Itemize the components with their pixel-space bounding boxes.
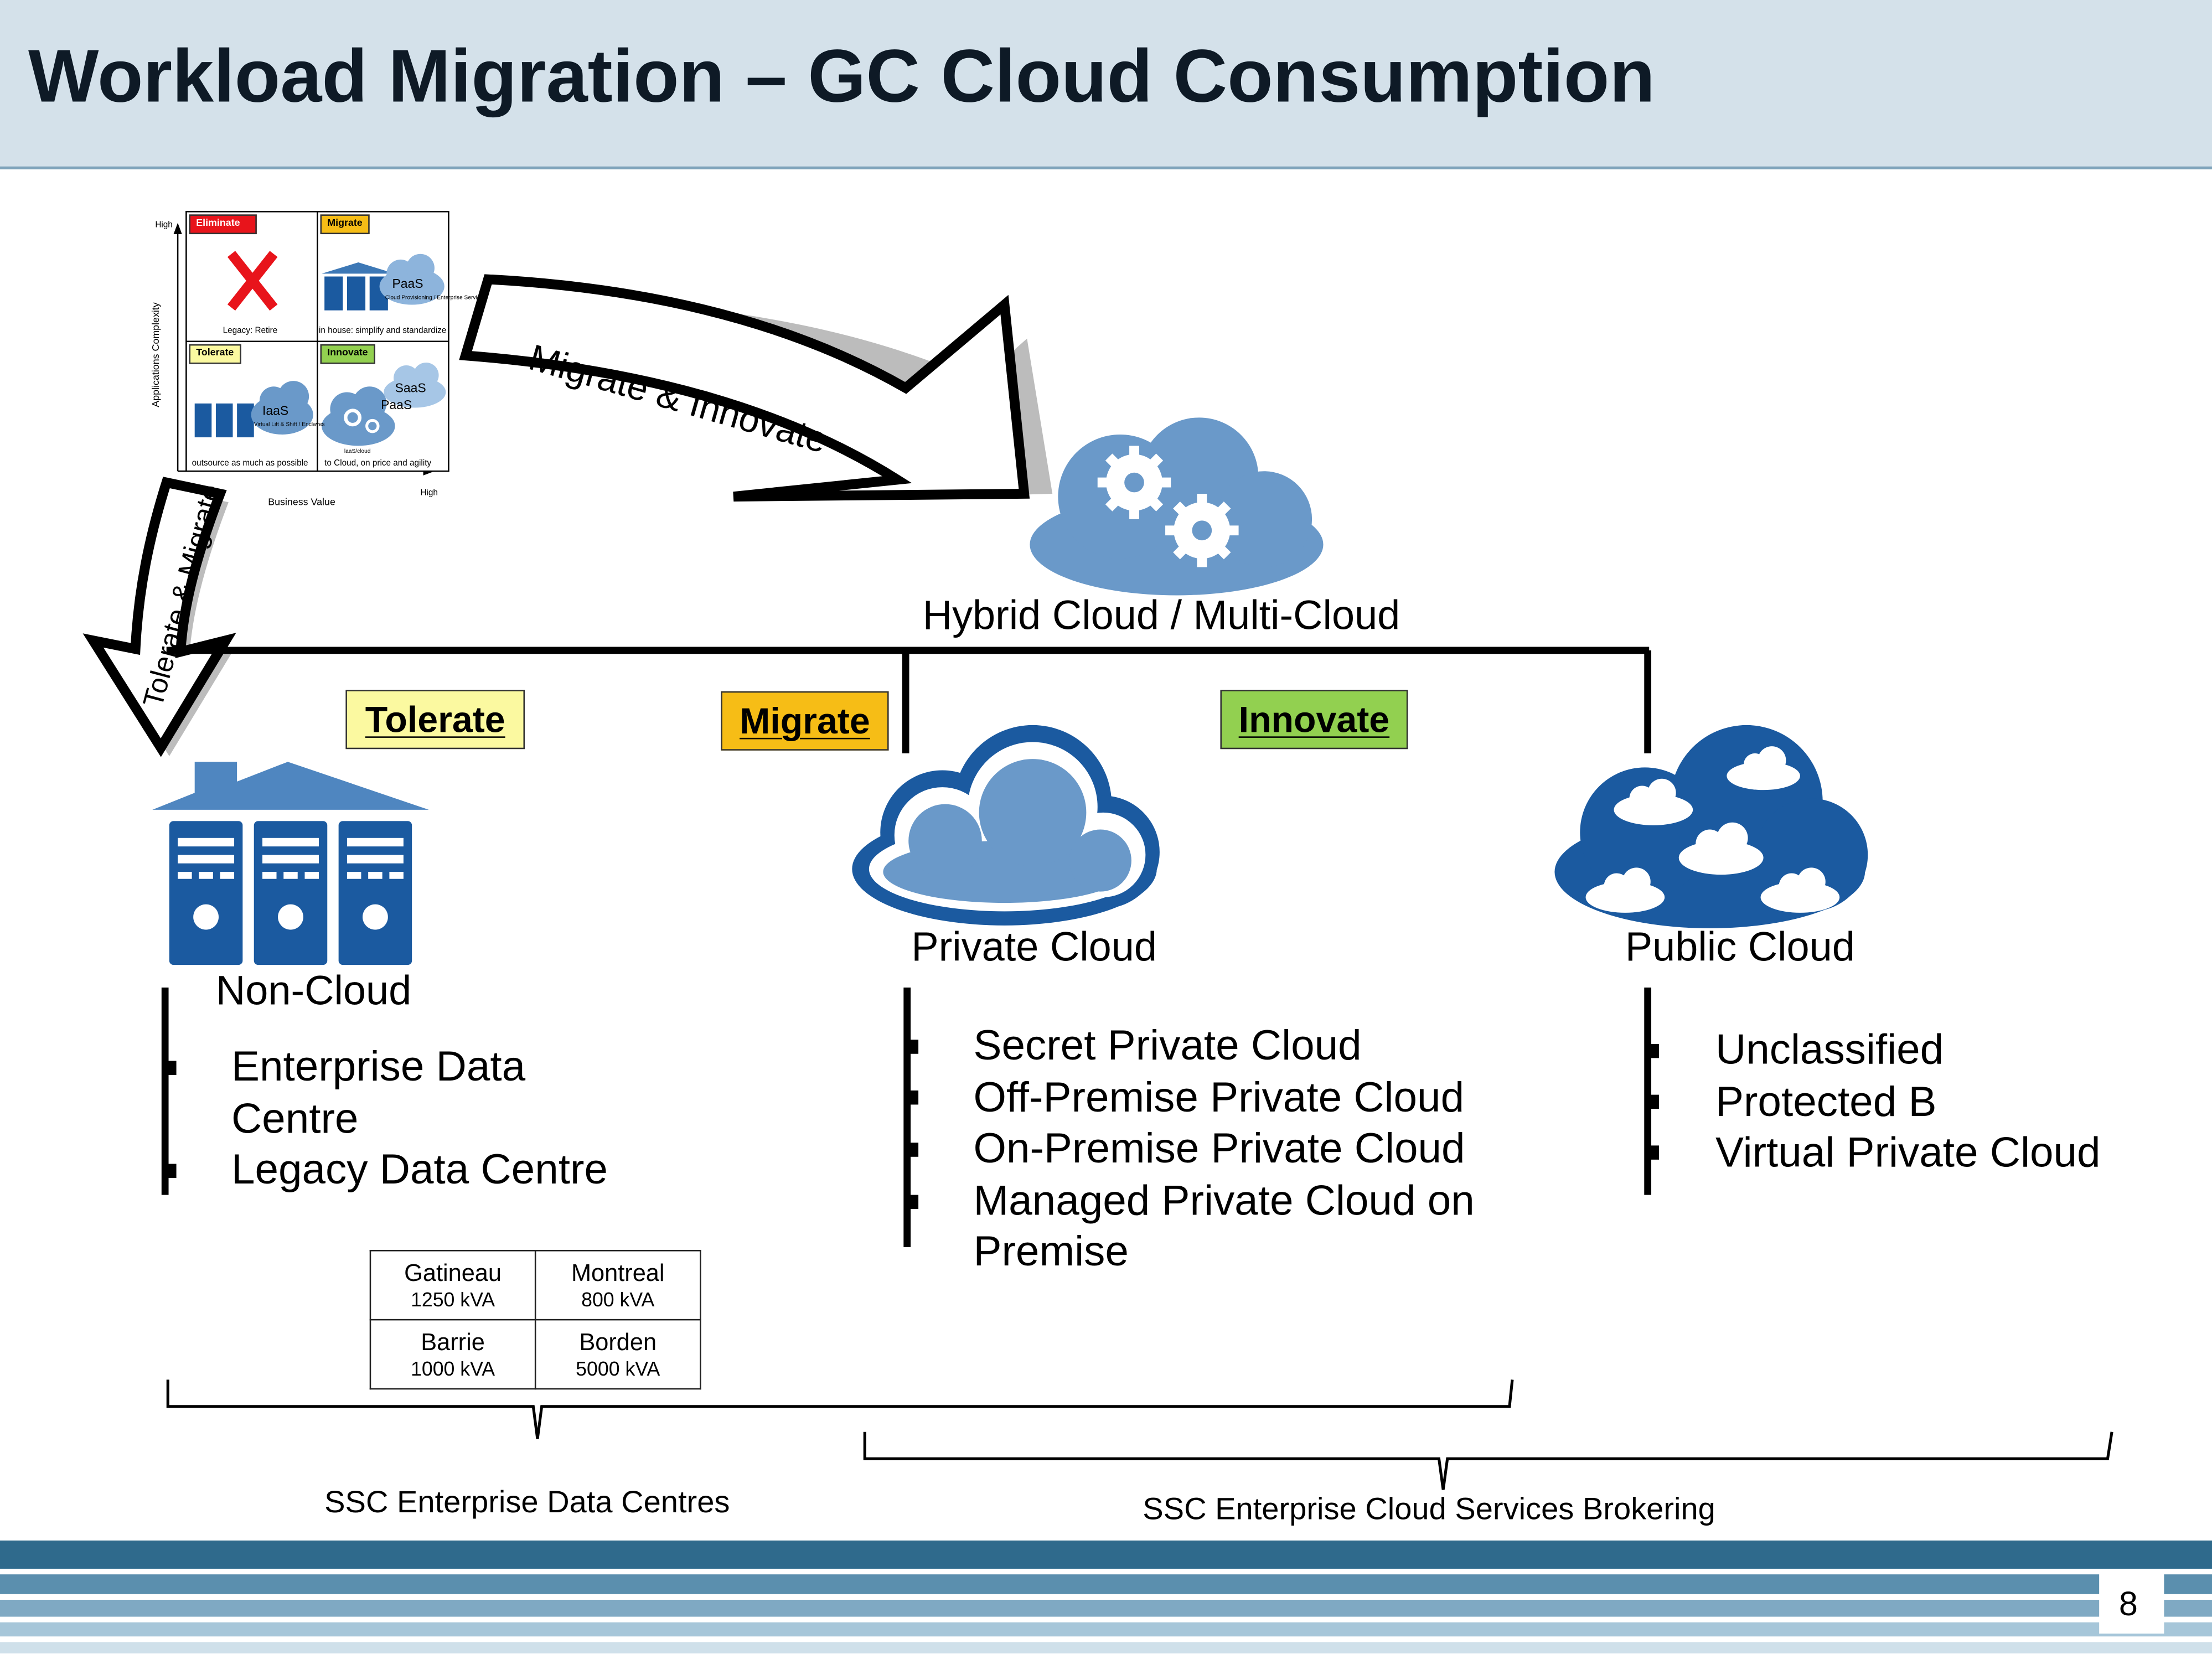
cloud-icon (852, 725, 1160, 926)
list-item: Off-Premise Private Cloud (973, 1074, 1465, 1121)
page-number: 8 (2118, 1585, 2138, 1624)
title-bar (0, 0, 2212, 169)
migrate-innovate-arrow (459, 274, 1053, 502)
cloud-icon (379, 254, 445, 305)
quadrant-innovate-cloud-paas: PaaS (381, 397, 412, 412)
list-item: Protected B (1715, 1078, 1937, 1125)
multi-cloud-icon (1554, 725, 1868, 928)
quadrant-migrate-caption: in house: simplify and standardize (318, 327, 447, 336)
quadrant-innovate-cloud-saas: SaaS (395, 381, 426, 395)
matrix-y-high: High (155, 221, 173, 230)
quadrant-migrate-sub: Cloud Provisioning / Enterprise Services (385, 293, 486, 301)
list-item: Enterprise Data Centre (231, 1043, 526, 1143)
quadrant-tolerate-label: Tolerate (189, 344, 241, 364)
matrix-x-axis-label: Business Value (268, 498, 335, 508)
gear-cloud-icon (322, 386, 395, 446)
hybrid-cloud-label: Hybrid Cloud / Multi-Cloud (922, 593, 1400, 639)
quadrant-tolerate-cloud: IaaS (262, 403, 289, 418)
quadrant-migrate-label: Migrate (320, 214, 370, 235)
gear-cloud-icon (1030, 417, 1324, 596)
matrix-axes (173, 211, 449, 476)
list-item: Secret Private Cloud (973, 1022, 1362, 1069)
list-item: Managed Private Cloud on Premise (973, 1177, 1475, 1275)
quadrant-matrix: High High Applications Complexity Busine… (152, 209, 486, 508)
quadrant-innovate-caption: to Cloud, on price and agility (324, 459, 432, 469)
quadrant-innovate-sub: laaS/cloud (344, 447, 371, 454)
public-cloud-list: Unclassified Protected B Virtual Private… (1715, 1026, 2101, 1180)
tolerate-tag: Tolerate (345, 690, 525, 750)
list-item: On-Premise Private Cloud (973, 1125, 1465, 1172)
list-item: Virtual Private Cloud (1715, 1130, 2101, 1177)
tolerate-migrate-arrow (82, 477, 236, 757)
quadrant-eliminate-label: Eliminate (189, 214, 257, 235)
non-cloud-label: Non-Cloud (215, 969, 412, 1015)
quadrant-migrate-cloud: PaaS (392, 276, 423, 291)
list-item: Legacy Data Centre (231, 1146, 608, 1194)
data-centres-caption: SSC Enterprise Data Centres (324, 1484, 730, 1520)
quadrant-innovate-label: Innovate (320, 344, 375, 364)
list-item: Unclassified (1715, 1027, 1944, 1074)
page-title: Workload Migration – GC Cloud Consumptio… (28, 35, 1655, 119)
public-cloud-label: Public Cloud (1625, 925, 1855, 971)
quadrant-tolerate-sub: Virtual Lift & Shift / Enclaves (254, 420, 325, 428)
x-icon (227, 251, 278, 311)
server-icon (322, 262, 395, 311)
private-cloud-list: Secret Private Cloud Off-Premise Private… (973, 1021, 1509, 1279)
server-icon (194, 403, 254, 438)
innovate-tag: Innovate (1220, 690, 1408, 750)
migrate-tag: Migrate (721, 691, 889, 751)
non-cloud-list: Enterprise Data Centre Legacy Data Centr… (231, 1042, 608, 1197)
private-cloud-label: Private Cloud (911, 925, 1157, 971)
quadrant-tolerate-caption: outsource as much as possible (192, 459, 308, 469)
server-icon (152, 762, 429, 965)
brokering-caption: SSC Enterprise Cloud Services Brokering (1143, 1491, 1715, 1527)
matrix-x-high: High (420, 489, 438, 498)
quadrant-eliminate-caption: Legacy: Retire (223, 327, 278, 336)
cloud-icon (384, 362, 446, 408)
cloud-icon (251, 381, 313, 435)
